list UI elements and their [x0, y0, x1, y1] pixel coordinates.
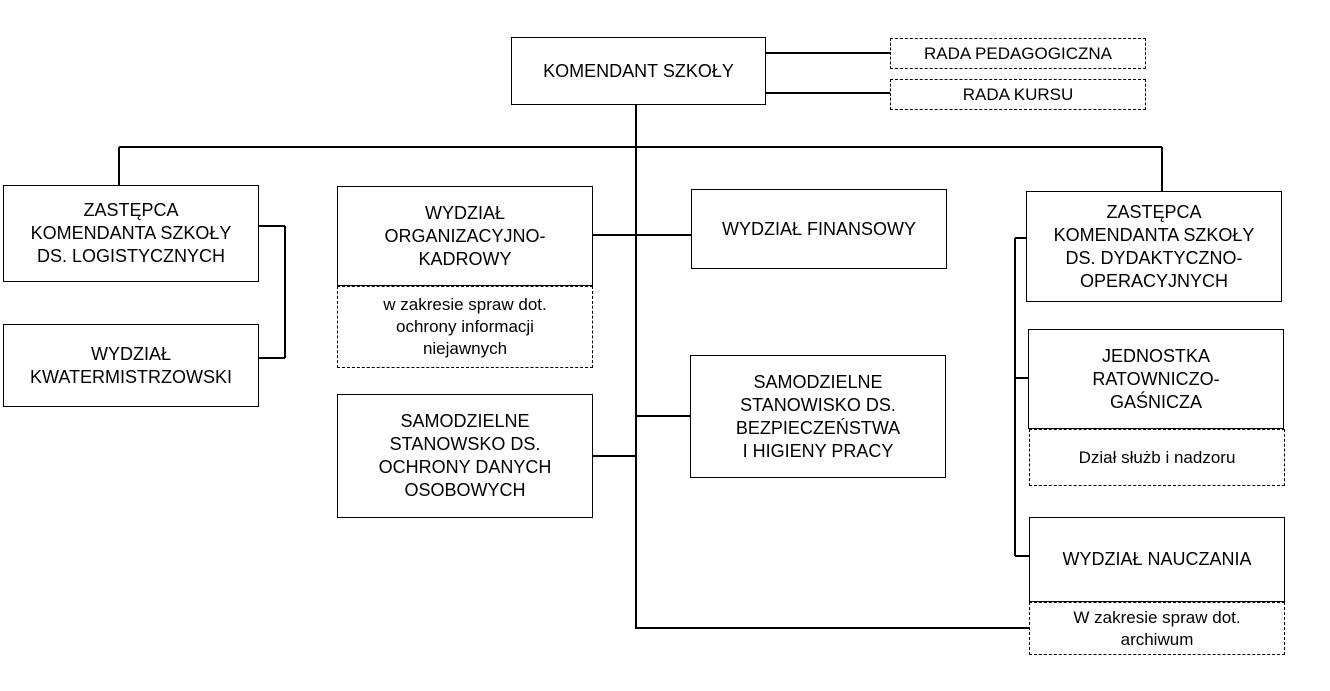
pedagogical-council-label: RADA PEDAGOGICZNA — [924, 43, 1112, 63]
services-dept-box: Dział służb i nadzoru — [1029, 429, 1285, 486]
teaching-box: WYDZIAŁ NAUCZANIA — [1029, 517, 1285, 602]
finance-label: WYDZIAŁ FINANSOWY — [721, 218, 916, 239]
course-council-label: RADA KURSU — [962, 84, 1074, 104]
teaching-label: WYDZIAŁ NAUCZANIA — [1062, 549, 1252, 569]
rescue-unit-label: JEDNOSTKA RATOWNICZO- GAŚNICZA — [1092, 345, 1220, 412]
logistics-deputy-box: ZASTĘPCA KOMENDANTA SZKOŁY DS. LOGISTYCZ… — [3, 185, 259, 282]
finance-box: WYDZIAŁ FINANSOWY — [691, 189, 947, 269]
ohs-label: SAMODZIELNE STANOWISKO DS. BEZPIECZEŃSTW… — [735, 371, 901, 461]
commander-label: KOMENDANT SZKOŁY — [543, 60, 734, 81]
quartermaster-box: WYDZIAŁ KWATERMISTRZOWSKI — [3, 324, 259, 407]
data-protection-box: SAMODZIELNE STANOWSKO DS. OCHRONY DANYCH… — [337, 394, 593, 518]
logistics-deputy-label: ZASTĘPCA KOMENDANTA SZKOŁY DS. LOGISTYCZ… — [30, 200, 232, 266]
pedagogical-council-box: RADA PEDAGOGICZNA — [890, 38, 1146, 69]
commander-box: KOMENDANT SZKOŁY — [511, 37, 766, 105]
quartermaster-label: WYDZIAŁ KWATERMISTRZOWSKI — [30, 343, 232, 387]
classified-info-label: w zakresie spraw dot. ochrony informacji… — [383, 295, 547, 358]
archive-label: W zakresie spraw dot. archiwum — [1073, 607, 1241, 649]
didactic-deputy-label: ZASTĘPCA KOMENDANTA SZKOŁY DS. DYDAKTYCZ… — [1053, 201, 1255, 291]
classified-info-box: w zakresie spraw dot. ochrony informacji… — [337, 286, 593, 368]
services-dept-label: Dział służb i nadzoru — [1078, 447, 1236, 467]
ohs-box: SAMODZIELNE STANOWISKO DS. BEZPIECZEŃSTW… — [690, 355, 946, 478]
data-protection-label: SAMODZIELNE STANOWSKO DS. OCHRONY DANYCH… — [378, 411, 552, 500]
org-personnel-box: WYDZIAŁ ORGANIZACYJNO- KADROWY — [337, 186, 593, 286]
org-personnel-label: WYDZIAŁ ORGANIZACYJNO- KADROWY — [384, 202, 546, 269]
archive-box: W zakresie spraw dot. archiwum — [1029, 602, 1285, 655]
course-council-box: RADA KURSU — [890, 79, 1146, 110]
didactic-deputy-box: ZASTĘPCA KOMENDANTA SZKOŁY DS. DYDAKTYCZ… — [1026, 191, 1282, 302]
rescue-unit-box: JEDNOSTKA RATOWNICZO- GAŚNICZA — [1028, 329, 1284, 429]
